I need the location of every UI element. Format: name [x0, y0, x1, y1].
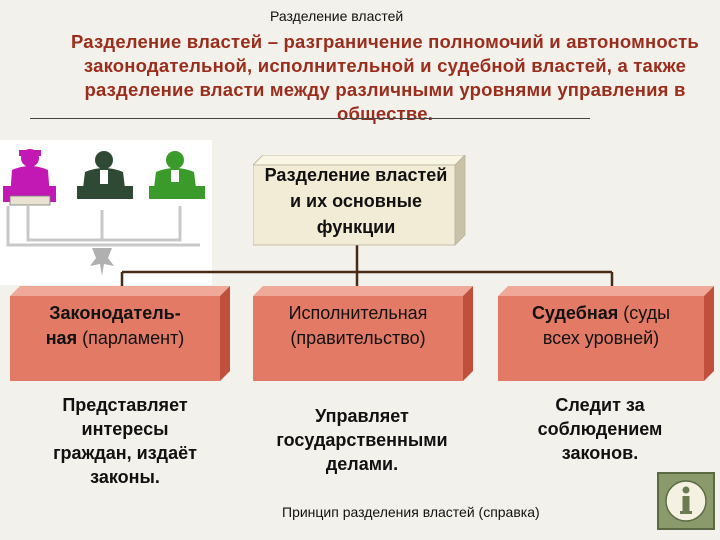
- executive-function-line: Управляет: [315, 406, 409, 426]
- page-title: Разделение властей: [270, 8, 404, 24]
- legislative-note: (парламент): [77, 328, 185, 348]
- judicial-branch-box: Судебная (суды всех уровней): [498, 286, 714, 381]
- legislative-name-line2: ная: [45, 328, 78, 348]
- judicial-note-line2: всех уровней): [542, 328, 660, 348]
- legislative-function: Представляет интересы граждан, издаёт за…: [10, 393, 240, 489]
- judicial-figure-icon: [149, 151, 205, 199]
- judicial-name: Судебная: [531, 303, 619, 323]
- center-title-line1: Разделение властей: [264, 165, 448, 185]
- legislative-name-line1: Законодатель-: [49, 303, 181, 323]
- executive-note: (правительство): [290, 328, 426, 348]
- legislative-function-line: граждан, издаёт: [53, 443, 197, 463]
- legislative-function-line: Представляет: [62, 395, 188, 415]
- center-box: Разделение властей и их основные функции: [253, 155, 466, 246]
- executive-function: Управляет государственными делами.: [242, 404, 482, 476]
- center-title-line3: функции: [316, 217, 396, 237]
- definition-text: Разделение властей – разграничение полно…: [70, 31, 700, 124]
- executive-function-line: делами.: [325, 454, 399, 474]
- reference-link[interactable]: Принцип разделения властей (справка): [282, 504, 540, 520]
- judicial-function: Следит за соблюдением законов.: [495, 393, 705, 465]
- executive-branch-box: Исполнительная (правительство): [253, 286, 473, 381]
- divider: [30, 118, 590, 119]
- judicial-function-line: соблюдением: [537, 419, 663, 439]
- judicial-function-line: законов.: [561, 443, 639, 463]
- executive-figure-icon: [77, 151, 133, 199]
- executive-function-line: государственными: [276, 430, 448, 450]
- legislative-function-line: законы.: [90, 467, 160, 487]
- judicial-function-line: Следит за: [555, 395, 645, 415]
- legislative-figure-icon: [3, 149, 56, 206]
- legislative-branch-box: Законодатель- ная (парламент): [10, 286, 230, 381]
- coat-of-arms-icon: [90, 248, 114, 276]
- info-icon[interactable]: [657, 472, 715, 530]
- branches-illustration: [0, 140, 212, 285]
- executive-name: Исполнительная: [288, 303, 428, 323]
- legislative-function-line: интересы: [81, 419, 169, 439]
- judicial-note-line1: (суды: [618, 303, 671, 323]
- center-title-line2: и их основные: [289, 191, 423, 211]
